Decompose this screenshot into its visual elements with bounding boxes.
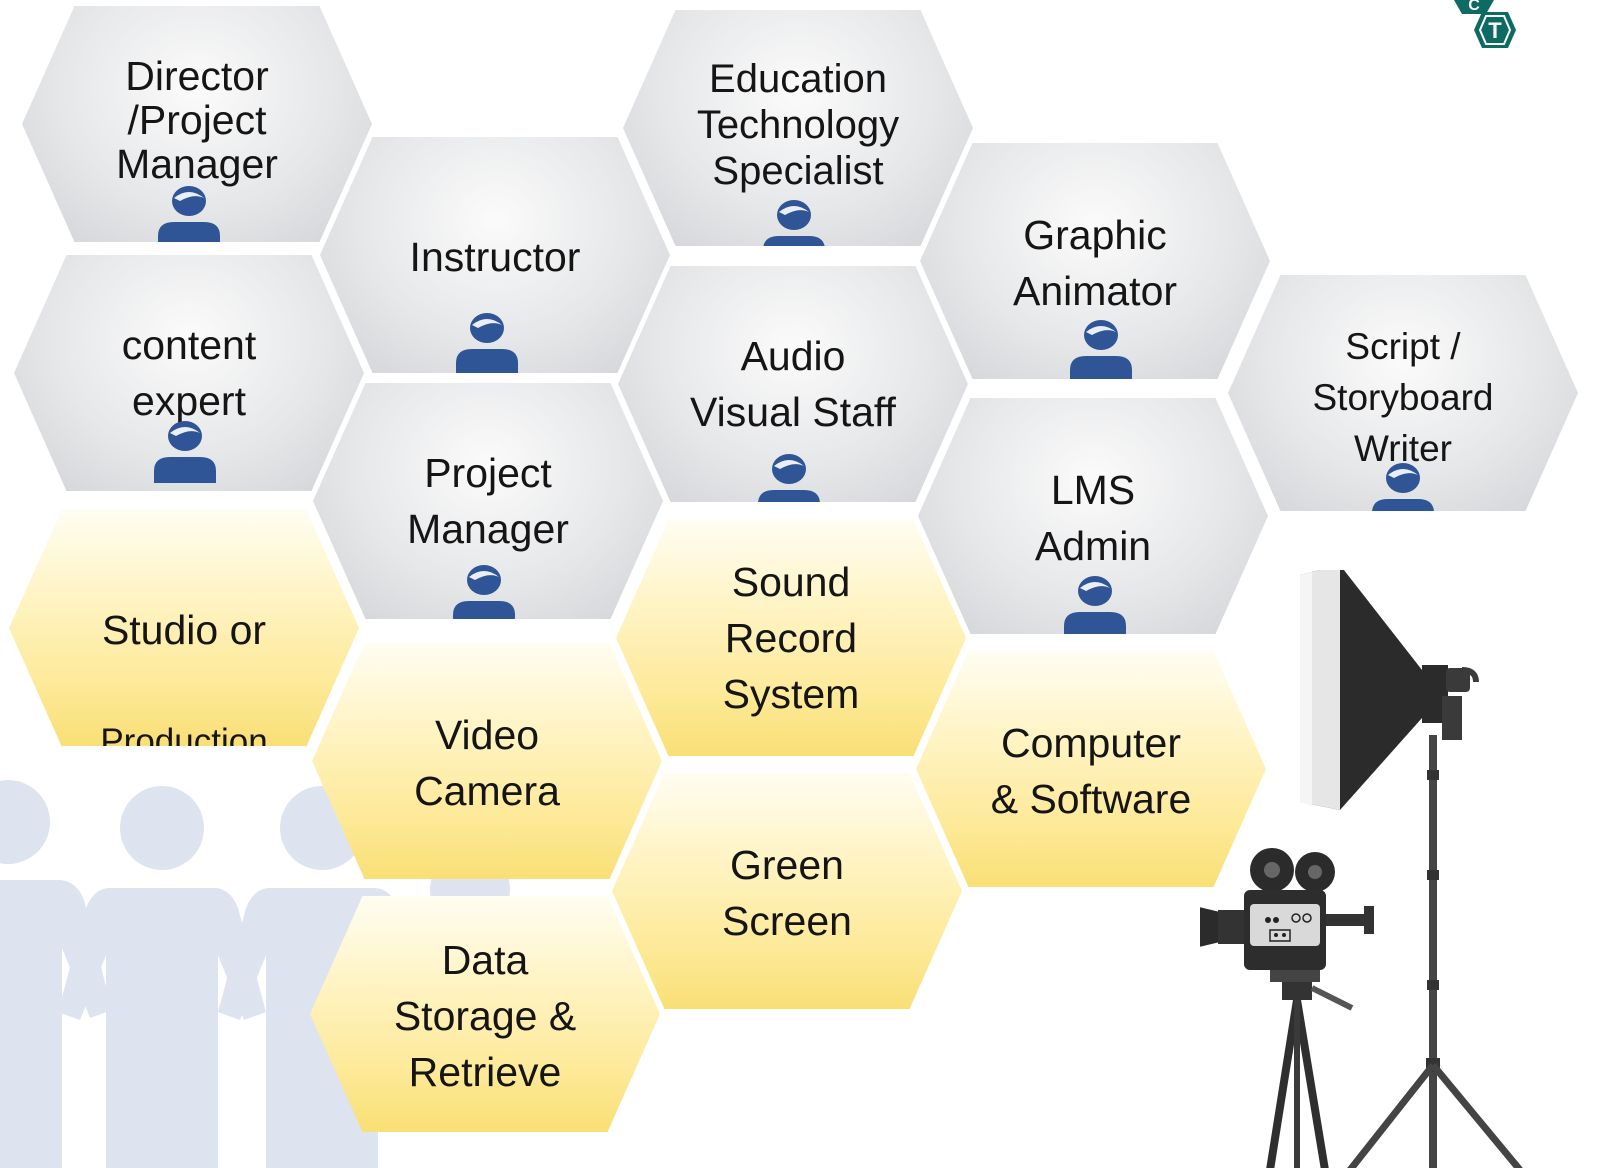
role-hex-audio: Audio Visual Staff	[618, 266, 968, 502]
resource-label: Video Camera	[414, 712, 560, 814]
logo-letter: T	[1488, 18, 1502, 43]
role-hex-director: Director /Project Manager	[22, 6, 372, 242]
person-icon	[1372, 463, 1434, 511]
resource-label-line: Studio or	[101, 607, 267, 653]
person-icon	[763, 200, 825, 246]
resource-hex-sound: Sound Record System	[616, 520, 966, 756]
role-label: Education Technology Specialist	[696, 57, 900, 193]
person-icon	[456, 313, 518, 373]
logo-letter: C	[1468, 0, 1480, 14]
person-icon	[453, 565, 515, 619]
role-hex-edtech: Education Technology Specialist	[623, 10, 973, 246]
role-hex-graphic: Graphic Animator	[920, 143, 1270, 379]
role-label: Script / Storyboard Writer	[1312, 326, 1494, 469]
role-hex-lms: LMS Admin	[918, 398, 1268, 634]
resource-hex-computer: Computer & Software	[916, 651, 1266, 887]
person-icon	[154, 421, 216, 483]
role-label: Graphic Animator	[1012, 212, 1178, 314]
ct-logo-icon: C T	[1454, 0, 1516, 48]
role-label: Director /Project Manager	[116, 53, 278, 187]
role-hex-script: Script / Storyboard Writer	[1228, 275, 1578, 511]
role-label: Instructor	[409, 234, 581, 280]
softbox-light-icon	[1300, 570, 1523, 1168]
person-icon	[1070, 320, 1132, 379]
equipment-illustration	[1200, 570, 1523, 1168]
resource-hex-data: Data Storage & Retrieve	[310, 896, 660, 1132]
role-hex-pm: Project Manager	[313, 383, 663, 619]
resource-label-line: Production	[100, 722, 268, 761]
person-icon	[758, 454, 820, 502]
resource-label: Data Storage & Retrieve	[393, 937, 577, 1095]
role-label: Project Manager	[407, 450, 569, 552]
role-label: Audio Visual Staff	[690, 333, 896, 435]
role-hex-content: content expert	[14, 255, 364, 491]
resource-label: Green Screen	[722, 842, 852, 944]
role-hex-instructor: Instructor	[320, 137, 670, 373]
role-label: content expert	[121, 322, 257, 424]
film-camera-tripod-icon	[1200, 848, 1374, 1168]
resource-hex-studio: Studio or Production Room	[9, 510, 359, 746]
resource-label: Sound Record System	[722, 559, 860, 717]
resource-label: Computer & Software	[990, 720, 1192, 822]
person-icon	[158, 186, 220, 242]
role-label: LMS Admin	[1034, 467, 1152, 569]
resource-label: Studio or Production Room	[49, 546, 319, 761]
person-icon	[1064, 576, 1126, 634]
resource-hex-green: Green Screen	[612, 773, 962, 1009]
resource-hex-video: Video Camera	[312, 643, 662, 879]
